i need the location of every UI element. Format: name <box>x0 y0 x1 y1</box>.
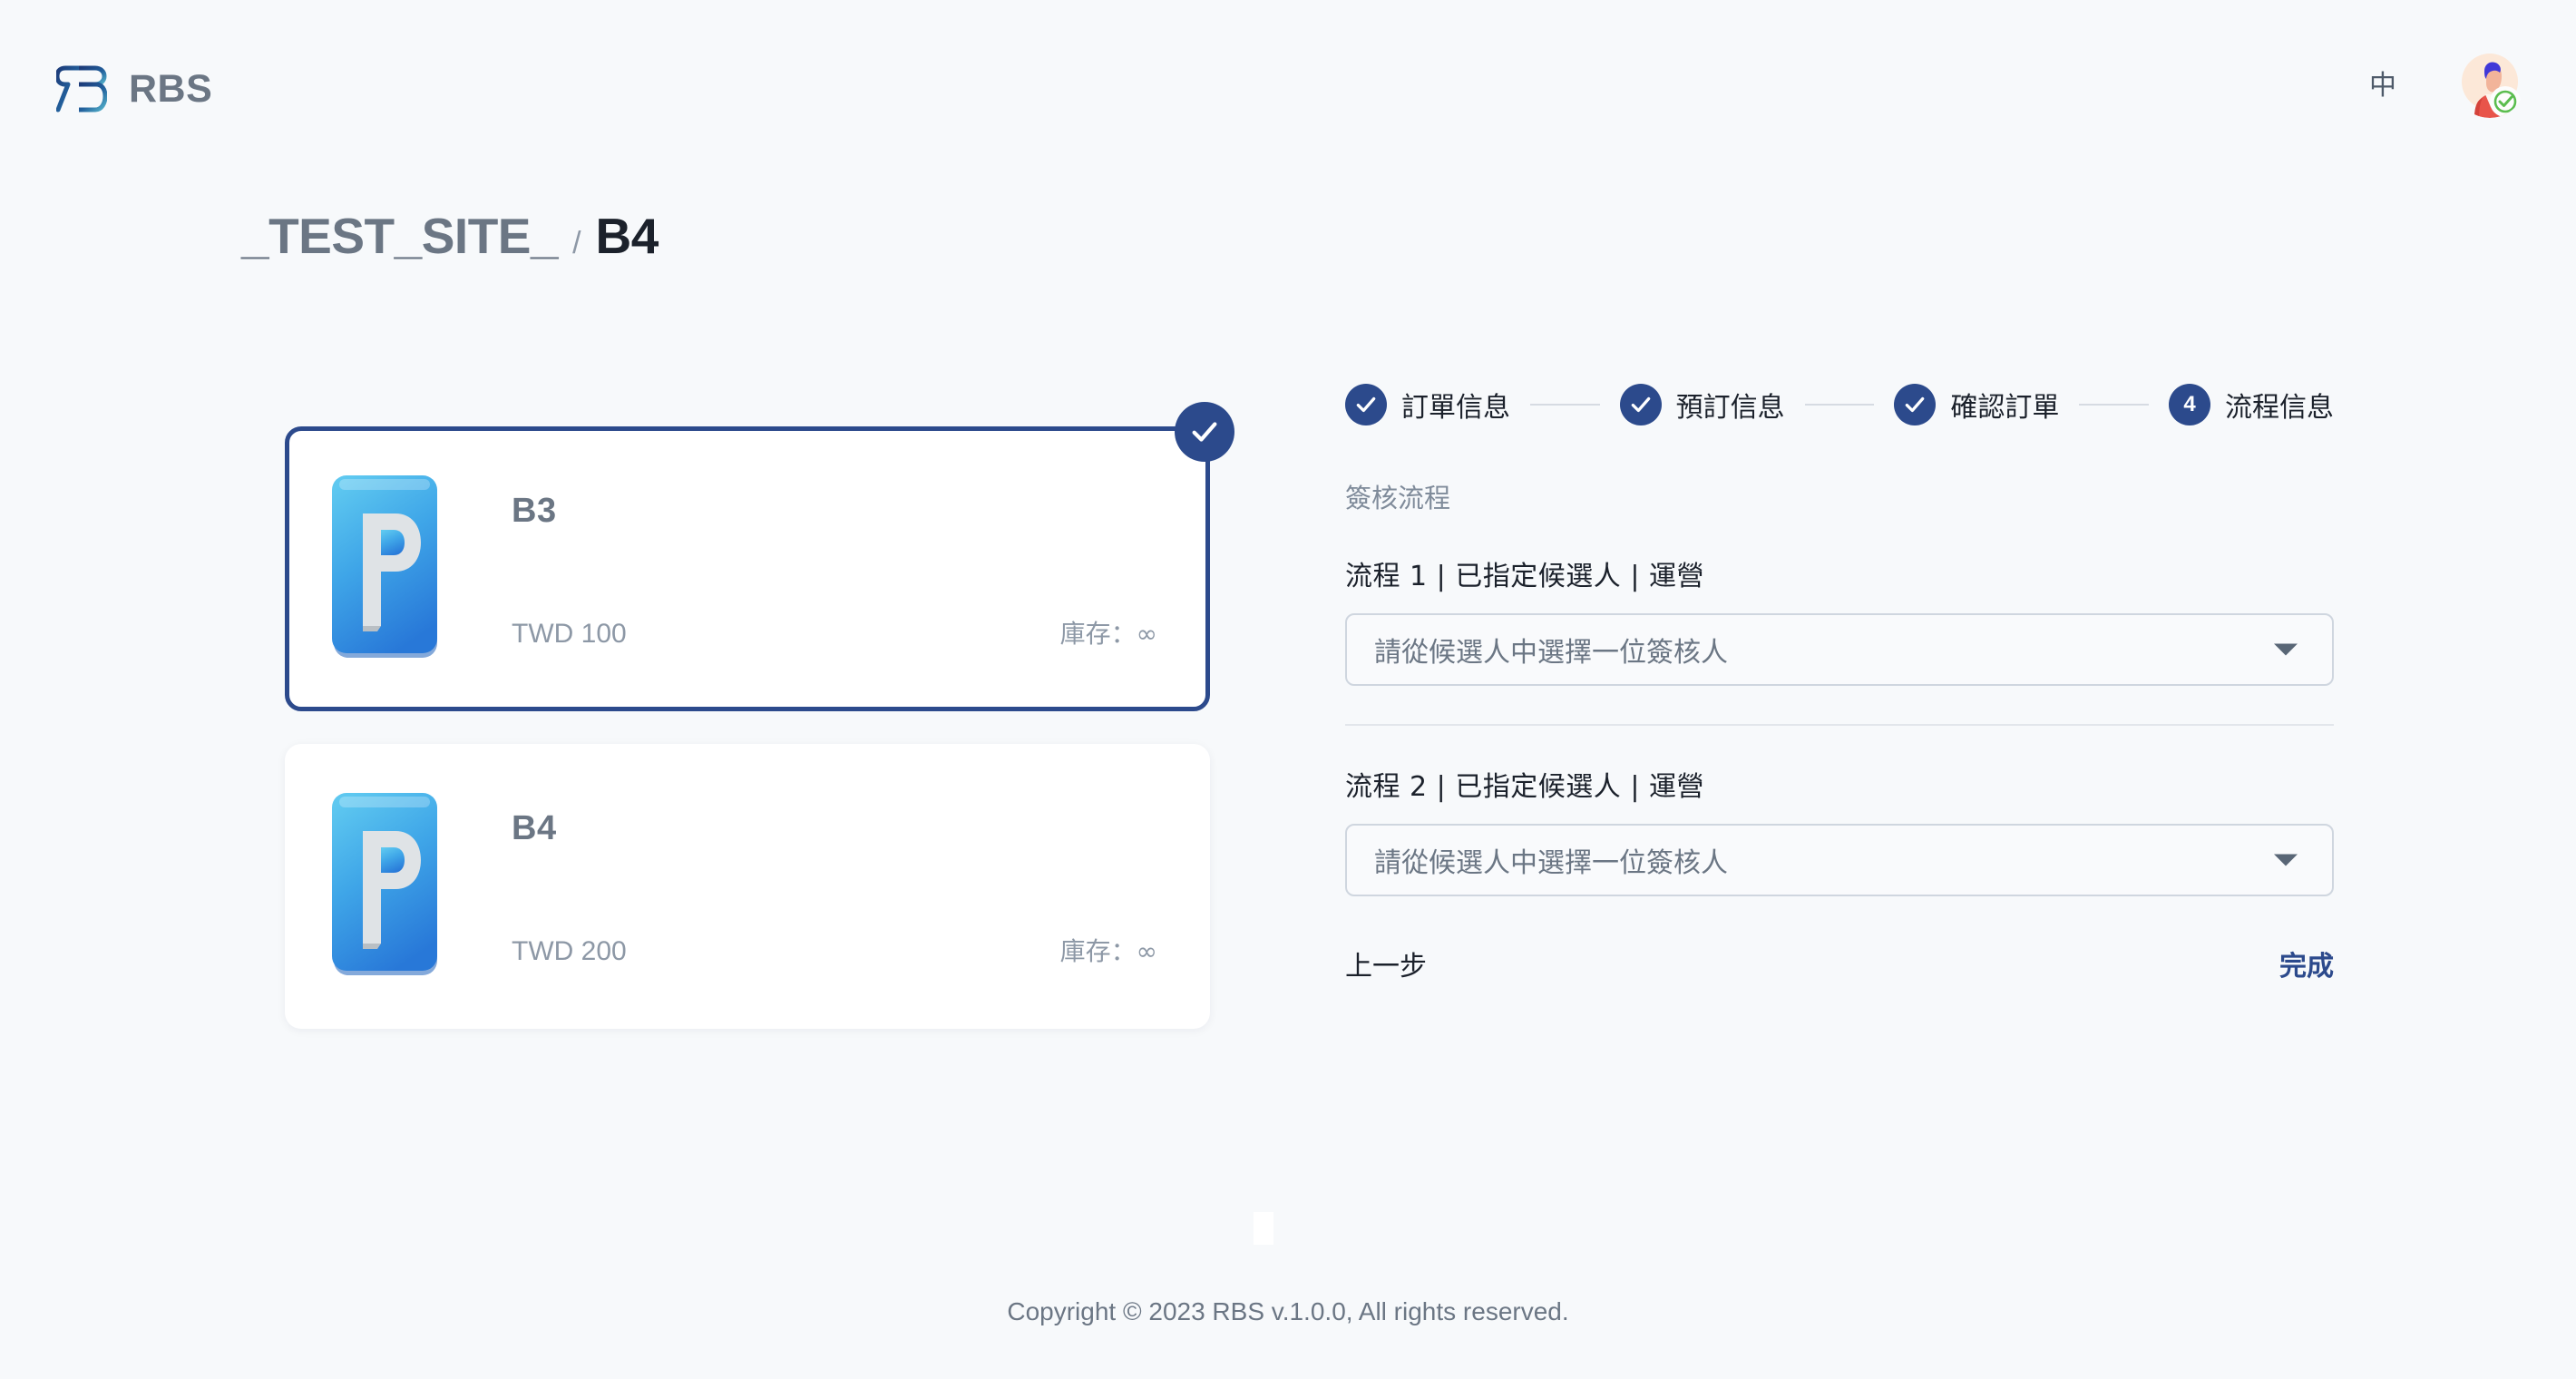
step-label: 訂單信息 <box>1401 392 1510 424</box>
step-order-info[interactable]: 訂單信息 <box>1345 384 1510 425</box>
step-booking-info[interactable]: 預訂信息 <box>1619 384 1785 425</box>
step-label: 預訂信息 <box>1675 392 1785 424</box>
step-flow-info[interactable]: 4 流程信息 <box>2169 384 2334 425</box>
brand[interactable]: RBS <box>56 65 212 112</box>
step-connector <box>1804 404 1875 406</box>
check-icon <box>1192 422 1217 442</box>
approver-select-2[interactable]: 請從候選人中選擇一位簽核人 <box>1345 824 2334 896</box>
order-flow-panel: 訂單信息 預訂信息 確認訂單 <box>1345 379 2334 983</box>
product-card-b4[interactable]: B4 TWD 200 庫存：∞ <box>285 744 1210 1029</box>
step-done-icon <box>1619 384 1662 425</box>
form-actions: 上一步 完成 <box>1345 944 2334 983</box>
field-label: 流程 2 | 已指定候選人 | 運營 <box>1345 771 1704 803</box>
step-connector <box>1530 404 1600 406</box>
brand-name: RBS <box>129 66 213 111</box>
step-done-icon <box>1345 384 1387 425</box>
step-label: 流程信息 <box>2225 392 2335 424</box>
check-icon <box>1631 396 1650 413</box>
product-name: B3 <box>512 492 557 530</box>
language-switch-button[interactable]: 中 <box>2369 70 2396 102</box>
select-placeholder: 請從候選人中選擇一位簽核人 <box>1374 847 1728 879</box>
product-p-icon <box>330 474 441 660</box>
product-card-b3[interactable]: B3 TWD 100 庫存：∞ <box>285 402 1234 711</box>
header-actions: 中 <box>2369 47 2525 118</box>
field-divider <box>1345 724 2334 726</box>
step-label: 確認訂單 <box>1950 392 2060 424</box>
footer-copyright: Copyright © 2023 RBS v.1.0.0, All rights… <box>1007 1297 1569 1325</box>
select-placeholder: 請從候選人中選擇一位簽核人 <box>1374 637 1728 669</box>
finish-button[interactable]: 完成 <box>2279 944 2334 983</box>
check-icon <box>1906 396 1925 413</box>
product-price: TWD 100 <box>512 619 627 649</box>
breadcrumb: _TEST_SITE_ / B4 <box>241 207 659 265</box>
step-confirm-order[interactable]: 確認訂單 <box>1894 384 2059 425</box>
flow-field-1: 流程 1 | 已指定候選人 | 運營 請從候選人中選擇一位簽核人 <box>1345 553 2334 686</box>
product-price: TWD 200 <box>512 936 627 966</box>
check-icon <box>1356 396 1376 413</box>
avatar[interactable] <box>2454 47 2525 118</box>
product-p-icon <box>330 791 441 977</box>
footer-placeholder-block <box>1254 1212 1273 1245</box>
step-done-icon <box>1894 384 1937 425</box>
stepper: 訂單信息 預訂信息 確認訂單 <box>1345 379 2334 430</box>
chevron-down-icon <box>2274 643 2298 656</box>
page-title: B4 <box>595 208 659 264</box>
step-connector <box>2079 404 2150 406</box>
breadcrumb-separator: / <box>572 226 581 260</box>
previous-step-button[interactable]: 上一步 <box>1345 944 1427 983</box>
approver-select-1[interactable]: 請從候選人中選擇一位簽核人 <box>1345 613 2334 686</box>
app-header: RBS 中 <box>0 0 2576 192</box>
rbs-monogram-icon <box>56 65 107 112</box>
product-stock: 庫存：∞ <box>1059 936 1157 966</box>
breadcrumb-site-link[interactable]: _TEST_SITE_ <box>241 208 559 264</box>
selected-check-badge <box>1175 402 1234 462</box>
section-title: 簽核流程 <box>1345 483 1451 513</box>
product-name: B4 <box>512 809 557 847</box>
flow-field-2: 流程 2 | 已指定候選人 | 運營 請從候選人中選擇一位簽核人 <box>1345 764 2334 896</box>
chevron-down-icon <box>2274 854 2298 866</box>
field-label: 流程 1 | 已指定候選人 | 運營 <box>1345 561 1704 592</box>
product-card-list: B3 TWD 100 庫存：∞ <box>285 402 1234 1061</box>
product-stock: 庫存：∞ <box>1059 619 1157 649</box>
step-number: 4 <box>2169 384 2211 425</box>
